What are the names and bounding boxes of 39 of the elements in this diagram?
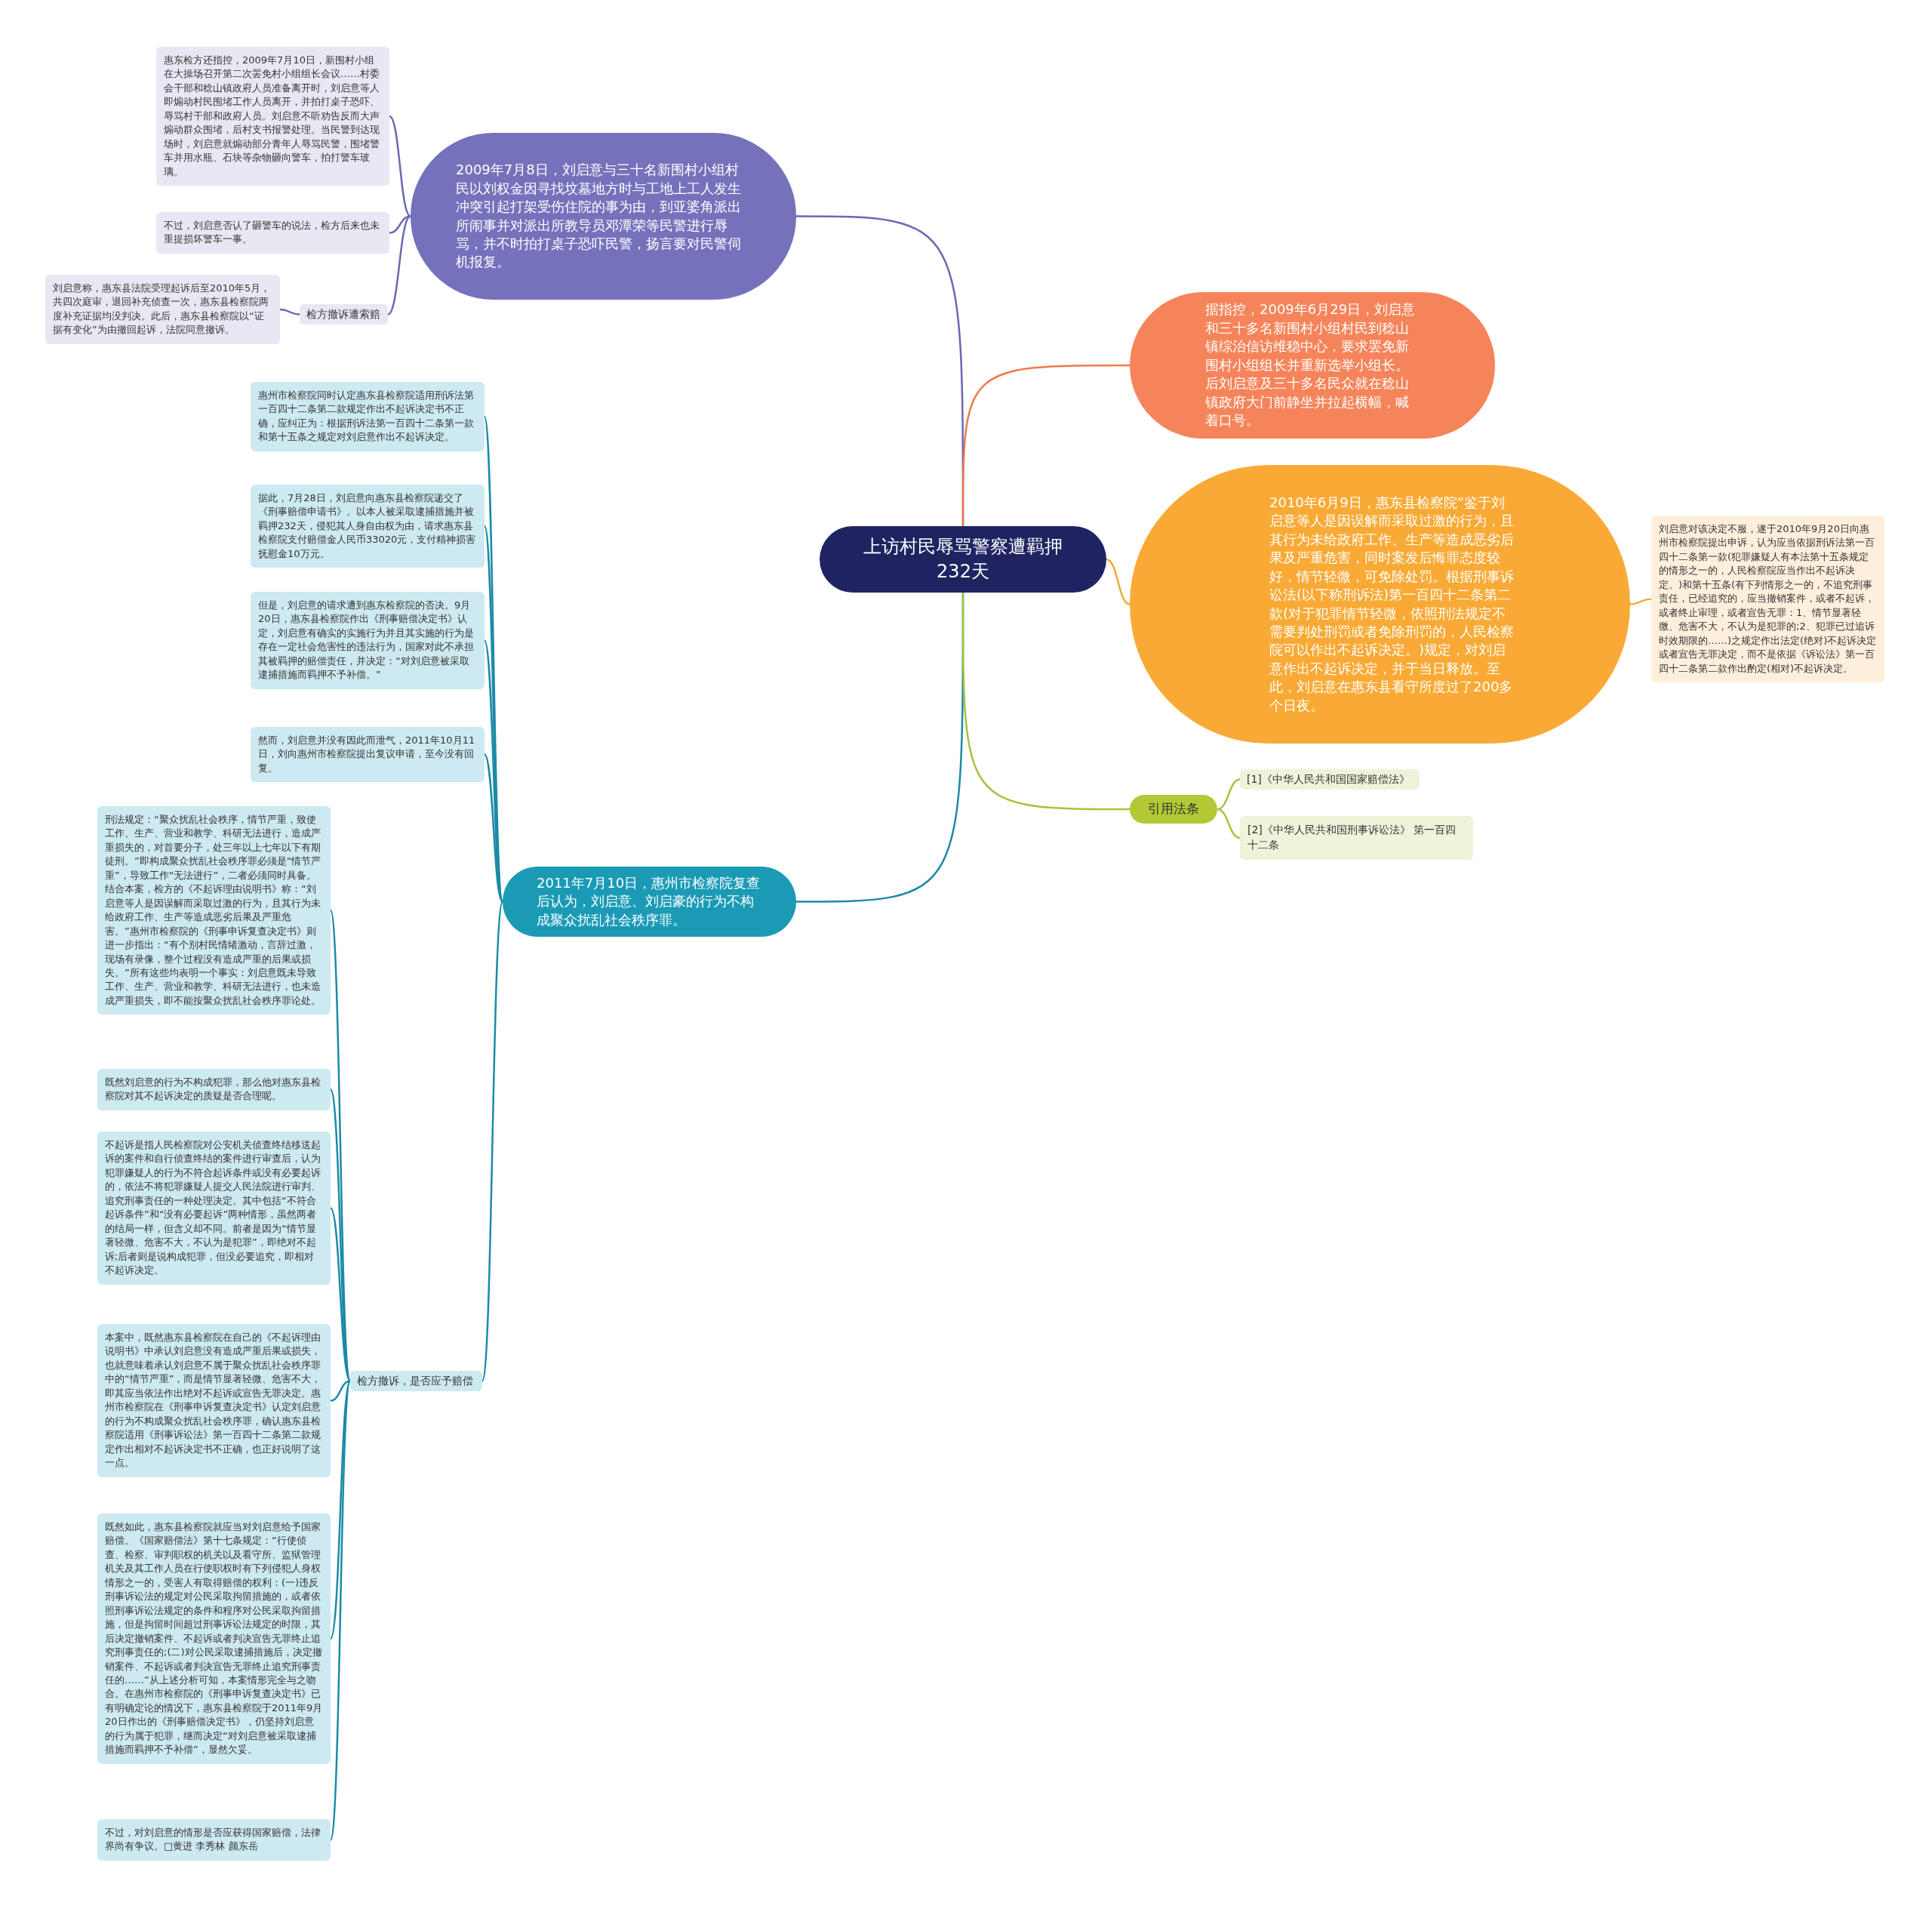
note-card: 然而，刘启意并没有因此而泄气，2011年10月11日，刘向惠州市检察院提出复议申请，至今没有回复。 <box>251 727 485 783</box>
note-card: 据此，7月28日，刘启意向惠东县检察院递交了《刑事赔偿申请书》。以本人被采取逮捕措施并被羁押232天，侵犯其人身自由权为由，请求惠东县检察院支付赔偿金人民币33020元，支付精神损害抚慰金10万元。 <box>251 485 485 568</box>
connector-line <box>1217 808 1241 839</box>
topic-bubble: 据指控，2009年6月29日，刘启意和三十多名新围村小组村民到稔山镇综治信访维稳中心，要求罢免新围村小组组长并重新选举小组长。后刘启意及三十多名民众就在稔山镇政府大门前静坐并拉起横幅，喊着口号。 <box>1130 292 1495 439</box>
note-card: 惠东检方还指控，2009年7月10日，新围村小组在大操场召开第二次罢免村小组组长会议……村委会干部和稔山镇政府人员准备离开时，刘启意等人即煽动村民围堵工作人员离开，并拍打桌子恐吓、辱骂村干部和政府人员。刘启意不听劝告反而大声煽动群众围堵，后村支书报警处理。当民警到达现场时，刘启意就煽动部分青年人辱骂民警，围堵警车并用水瓶、石块等杂物砸向警车，拍打警车玻璃。 <box>156 47 389 186</box>
topic-bubble: 2011年7月10日，惠州市检察院复查后认为，刘启意、刘启豪的行为不构成聚众扰乱社会秩序罪。 <box>503 867 796 938</box>
note-card: 刘启意称，惠东县法院受理起诉后至2010年5月，共四次庭审，退回补充侦查一次，惠东县检察院两度补充证据均没判决。此后，惠东县检察院以“证据有变化”为由撤回起诉，法院同意撤诉。 <box>45 275 280 344</box>
connector-line <box>329 1381 352 1840</box>
subtopic-label: 检方撤诉，是否应予赔偿 <box>350 1371 482 1392</box>
citation-label: [2]《中华人民共和国刑事诉讼法》 第一百四十二条 <box>1240 816 1473 860</box>
connector-line <box>961 593 1130 811</box>
note-card: 本案中，既然惠东县检察院在自己的《不起诉理由说明书》中承认刘启意没有造成严重后果或损失，也就意味着承认刘启意不属于聚众扰乱社会秩序罪中的“情节严重”，而是情节显著轻微、危害不大，即其应当依法作出绝对不起诉或宣告无罪决定。惠州市检察院在《刑事申诉复查决定书》认定刘启意的行为不构成聚众扰乱社会秩序罪，确认惠东县检察院适用《刑事诉讼法》第一百四十二条第二款规定作出相对不起诉决定书不正确，也正好说明了这一点。 <box>97 1324 331 1477</box>
note-card: 不过，刘启意否认了砸警车的说法，检方后来也未重提损坏警车一事。 <box>156 212 389 254</box>
connector-line <box>484 753 503 903</box>
note-card: 刘启意对该决定不服，遂于2010年9月20日向惠州市检察院提出申诉，认为应当依据刑诉法第一百四十二条第一款(犯罪嫌疑人有本法第十五条规定的情形之一的，人民检察院应当作出不起诉决定。)和第十五条(有下列情形之一的，不追究刑事责任，已经追究的，应当撤销案件，或者不起诉，或者终止审理，或者宣告无罪：1、情节显著轻微、危害不大，不认为是犯罪的;2、犯罪已过追诉时效期限的……)之规定作出法定(绝对)不起诉决定或者宣告无罪决定，而不是依据《诉讼法》第一百四十二条第二款作出酌定(相对)不起诉决定。 <box>1651 516 1884 682</box>
connector-line <box>1629 598 1652 605</box>
note-card: 既然刘启意的行为不构成犯罪，那么他对惠东县检察院对其不起诉决定的质疑是否合理呢。 <box>97 1069 331 1110</box>
connector-line <box>279 308 300 316</box>
note-card: 既然如此，惠东县检察院就应当对刘启意给予国家赔偿。《国家赔偿法》第十七条规定：“行使侦查、检察、审判职权的机关以及看守所、监狱管理机关及其工作人员在行使职权时有下列侵犯人身权情形之一的，受害人有取得赔偿的权利：(一)违反刑事诉讼法的规定对公民采取拘留措施的，或者依照刑事诉讼法规定的条件和程序对公民采取拘留措施，但是拘留时间超过刑事诉讼法规定的时限，其后决定撤销案件、不起诉或者判决宣告无罪终止追究刑事责任的;(二)对公民采取逮捕措施后，决定撤销案件、不起诉或者判决宣告无罪终止追究刑事责任的……”从上述分析可知，本案情形完全与之吻合。在惠州市检察院的《刑事申诉复查决定书》已有明确定论的情况下，惠东县检察院于2011年9月20日作出的《刑事赔偿决定书》，仍坚持刘启意的行为属于犯罪，继而决定“对刘启意被采取逮捕措施而羁押不予补偿”，显然欠妥。 <box>97 1513 331 1764</box>
note-card: 不过，对刘启意的情形是否应获得国家赔偿，法律界尚有争议。□黄进 李秀林 颜东岳 <box>97 1819 331 1861</box>
connector-line <box>329 1381 352 1640</box>
note-card: 刑法规定：“聚众扰乱社会秩序，情节严重，致使工作、生产、营业和教学、科研无法进行，造成严重损失的，对首要分子，处三年以上七年以下有期徒刑。”即构成聚众扰乱社会秩序罪必须是“情节严重”，导致工作“无法进行”，二者必须同时具备。结合本案，检方的《不起诉理由说明书》称：“刘启意等人是因误解而采取过激的行为，且其行为未给政府工作、生产等造成恶劣后果及严重危害。”惠州市检察院的《刑事申诉复查决定书》则进一步指出：“有个别村民情绪激动，言辞过激，现场有录像，整个过程没有造成严重的后果或损失。”所有这些均表明一个事实：刘启意既未导致工作、生产、营业和教学、科研无法进行，也未造成严重损失，即不能按聚众扰乱社会秩序罪论处。 <box>97 806 331 1015</box>
subtopic-label: 引用法条 <box>1130 795 1217 824</box>
subtopic-label: 检方撤诉遭索赔 <box>300 304 388 325</box>
connector-line <box>1217 778 1241 811</box>
central-topic: 上访村民辱骂警察遭羁押232天 <box>820 526 1106 593</box>
note-card: 但是，刘启意的请求遭到惠东检察院的否决。9月20日，惠东县检察院作出《刑事赔偿决定书》认定，刘启意有确实的实施行为并且其实施的行为是存在一定社会危害性的违法行为，国家对此不承担其被羁押的赔偿责任，并决定：“对刘启意被采取逮捕措施而羁押不予补偿。” <box>251 592 485 689</box>
connector-line <box>1106 558 1131 605</box>
connector-line <box>961 364 1130 526</box>
note-card: 惠州市检察院同时认定惠东县检察院适用刑诉法第一百四十二条第二款规定作出不起诉决定书不正确，应纠正为：根据刑诉法第一百四十二条第一款和第十五条之规定对刘启意作出不起诉决定。 <box>251 382 485 451</box>
citation-label: [1]《中华人民共和国国家赔偿法》 <box>1240 769 1420 790</box>
connector-line <box>387 215 411 316</box>
note-card: 不起诉是指人民检察院对公安机关侦查终结移送起诉的案件和自行侦查终结的案件进行审查后，认为犯罪嫌疑人的行为不符合起诉条件或没有必要起诉的，依法不将犯罪嫌疑人提交人民法院进行审判、追究刑事责任的一种处理决定。其中包括“不符合起诉条件”和“没有必要起诉”两种情形，虽然两者的结局一样，但含义却不同。前者是因为“情节显著轻微、危害不大，不认为是犯罪”，即绝对不起诉;后者则是说构成犯罪，但没必要追究，即相对不起诉决定。 <box>97 1132 331 1285</box>
topic-bubble: 2009年7月8日，刘启意与三十名新围村小组村民以刘权金因寻找坟墓地方时与工地上工人发生冲突引起打架受伤住院的事为由，到亚婆角派出所闹事并对派出所教导员邓潭荣等民警进行辱骂，并不时拍打桌子恐吓民警，扬言要对民警伺机报复。 <box>411 133 796 300</box>
topic-bubble: 2010年6月9日，惠东县检察院“鉴于刘启意等人是因误解而采取过激的行为，且其行为未给政府工作、生产等造成恶劣后果及严重危害，同时案发后悔罪态度较好，情节轻微，可免除处罚。根据刑事诉讼法(以下称刑诉法)第一百四十二条第二款(对于犯罪情节轻微，依照刑法规定不需要判处刑罚或者免除刑罚的，人民检察院可以作出不起诉决定。)规定，对刘启意作出不起诉决定，并于当日释放。至此，刘启意在惠东县看守所度过了200多个日夜。 <box>1130 465 1630 744</box>
connector-line <box>481 901 504 1381</box>
connector-line <box>389 215 411 234</box>
connector-line <box>330 1380 351 1402</box>
connector-line <box>389 115 411 217</box>
